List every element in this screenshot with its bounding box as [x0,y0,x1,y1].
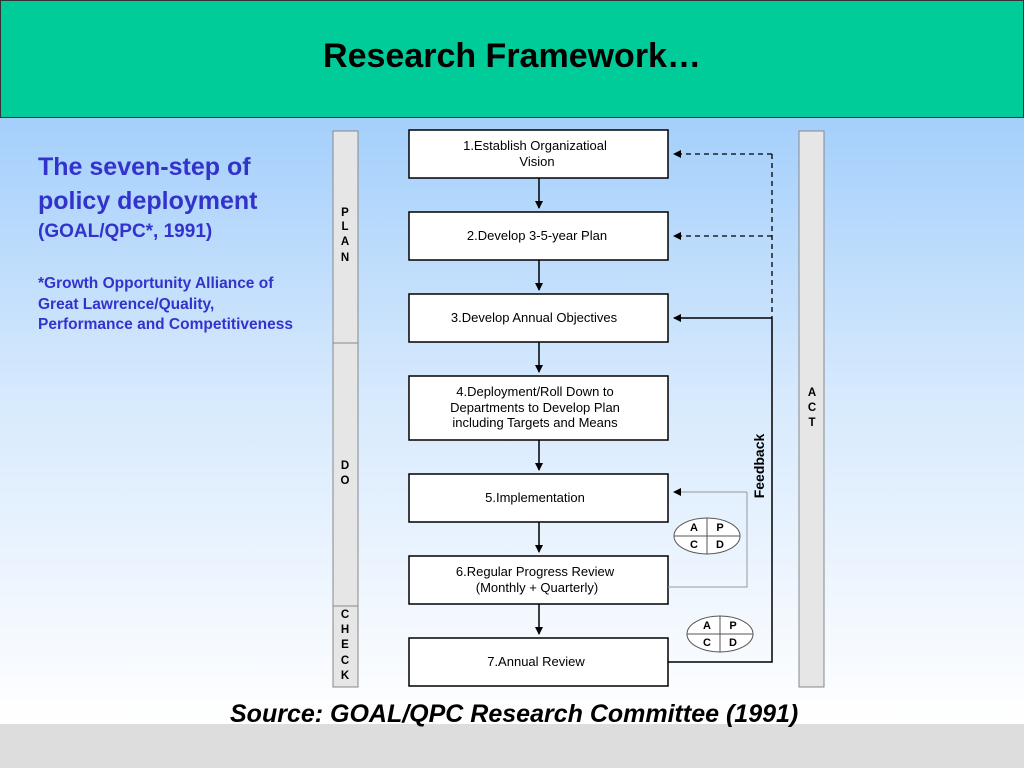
phase-do-label: D O [341,460,350,487]
title-bar: Research Framework… [0,0,1024,118]
phase-plan-letter: A [341,236,349,248]
phase-check-label: C H E C K [341,609,350,682]
step-6-line2: (Monthly + Quarterly) [476,580,598,595]
phase-plan-label: P L A N [341,207,349,264]
phase-act-letter: A [808,387,816,399]
phase-act-letter: C [808,402,816,414]
step-box-4: 4.Deployment/Roll Down to Departments to… [408,375,669,441]
step-4-line3: including Targets and Means [452,415,618,430]
pdca-circle-1: A P C D [673,517,741,555]
step-7-line1: 7.Annual Review [487,654,585,669]
phase-act-letter: T [808,417,815,429]
pdca-circle-2: A P C D [686,615,754,653]
step-box-7: 7.Annual Review [408,637,669,687]
pdca-2-c: C [703,637,711,649]
phase-do-letter: O [341,475,350,487]
step-3-line1: 3.Develop Annual Objectives [451,310,618,325]
left-footnote: *Growth Opportunity Alliance of Great La… [38,275,293,333]
step-1-line1: 1.Establish Organizatioal [463,138,607,153]
step-6-line1: 6.Regular Progress Review [456,564,615,579]
footer-band [0,724,1024,768]
pdca-2-d: D [729,637,737,649]
source-citation: Source: GOAL/QPC Research Committee (199… [230,700,799,728]
step-2-line1: 2.Develop 3-5-year Plan [467,228,607,243]
left-description: The seven-step of policy deployment (GOA… [38,150,298,336]
step-1-line2: Vision [519,154,554,169]
left-heading: The seven-step of policy deployment [38,153,258,215]
pdca-1-p: P [716,522,723,534]
left-citation: (GOAL/QPC*, 1991) [38,221,213,242]
step-box-3: 3.Develop Annual Objectives [408,293,669,343]
solid-feedback [668,314,773,663]
phase-act-label: A C T [808,387,816,429]
phase-bar-right [798,130,825,688]
phase-plan-letter: N [341,252,349,264]
step-box-6: 6.Regular Progress Review (Monthly + Qua… [408,555,669,605]
phase-plan-letter: P [341,207,349,219]
phase-bar-left [332,130,359,688]
feedback-label: Feedback [751,433,767,498]
pdca-2-p: P [729,620,736,632]
phase-check-letter: H [341,624,349,636]
pdca-1-c: C [690,539,698,551]
step-4-line1: 4.Deployment/Roll Down to [456,384,614,399]
phase-do-letter: D [341,460,349,472]
pdca-1-d: D [716,539,724,551]
phase-check-letter: C [341,609,349,621]
step-box-1: 1.Establish Organizatioal Vision [408,129,669,179]
step-5-line1: 5.Implementation [485,490,585,505]
phase-check-letter: E [341,639,349,651]
review-loop [668,488,748,588]
phase-plan-letter: L [341,221,348,233]
dashed-feedback [673,150,773,318]
pdca-1-a: A [690,522,698,534]
step-box-2: 2.Develop 3-5-year Plan [408,211,669,261]
step-4-line2: Departments to Develop Plan [450,400,620,415]
phase-check-letter: C [341,655,349,667]
pdca-2-a: A [703,620,711,632]
slide-title: Research Framework… [323,37,701,75]
phase-check-letter: K [341,670,350,682]
step-box-5: 5.Implementation [408,473,669,523]
